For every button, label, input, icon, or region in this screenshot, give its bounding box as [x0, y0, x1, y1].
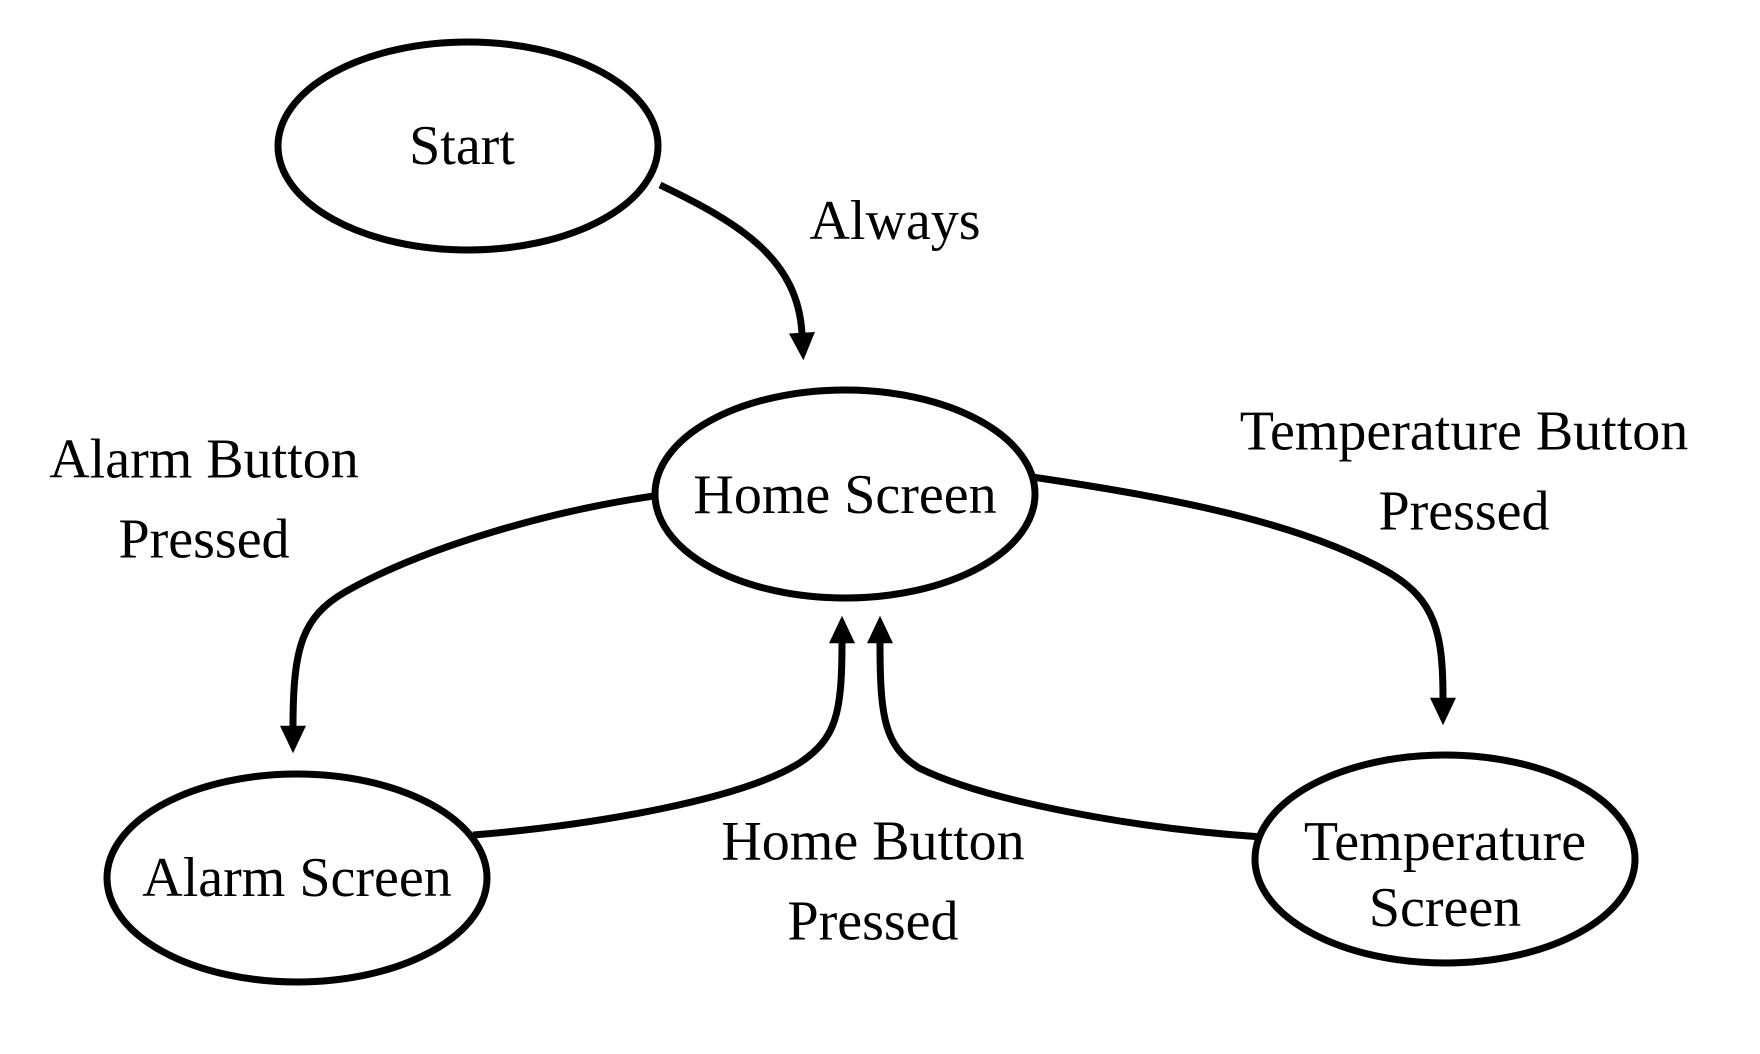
- alarm-screen-node-label: Alarm Screen: [142, 846, 452, 909]
- edge-home-to-temperature-arrow: [1031, 473, 1456, 726]
- temperature-screen-node-label-line2: Screen: [1368, 877, 1522, 939]
- edge-label-temperature-button-pressed-line2: Pressed: [1378, 480, 1550, 542]
- edge-start-to-home-arrow: [658, 181, 815, 361]
- edge-label-home-button-pressed-line2: Pressed: [787, 890, 959, 952]
- start-node-label: Start: [409, 114, 515, 177]
- edge-label-alarm-button-pressed-line2: Pressed: [118, 508, 290, 570]
- edge-label-home-button-pressed-line1: Home Button: [721, 810, 1025, 873]
- temperature-screen-node-ellipse: [1251, 751, 1639, 967]
- edge-label-alarm-button-pressed: Alarm Button Pressed: [49, 420, 359, 579]
- edge-label-temperature-button-pressed-line1: Temperature Button: [1239, 400, 1689, 463]
- edge-label-alarm-button-pressed-line1: Alarm Button: [49, 428, 359, 491]
- edge-home-to-alarm-arrow: [280, 492, 655, 754]
- edge-alarm-to-home-arrow: [472, 615, 855, 839]
- temperature-screen-node-label-line1: Temperature: [1303, 810, 1587, 873]
- start-node-ellipse: [274, 38, 662, 254]
- home-screen-node-ellipse: [651, 386, 1039, 602]
- edge-label-home-button-pressed: Home Button Pressed: [721, 802, 1024, 961]
- edge-label-always: Always: [809, 190, 981, 253]
- alarm-screen-node-ellipse: [103, 770, 491, 986]
- home-screen-node-label: Home Screen: [693, 463, 997, 526]
- edge-temperature-to-home-arrow: [867, 615, 1263, 841]
- temperature-screen-node-label: Temperature Screen: [1304, 809, 1586, 941]
- edge-label-temperature-button-pressed: Temperature Button Pressed: [1240, 392, 1689, 551]
